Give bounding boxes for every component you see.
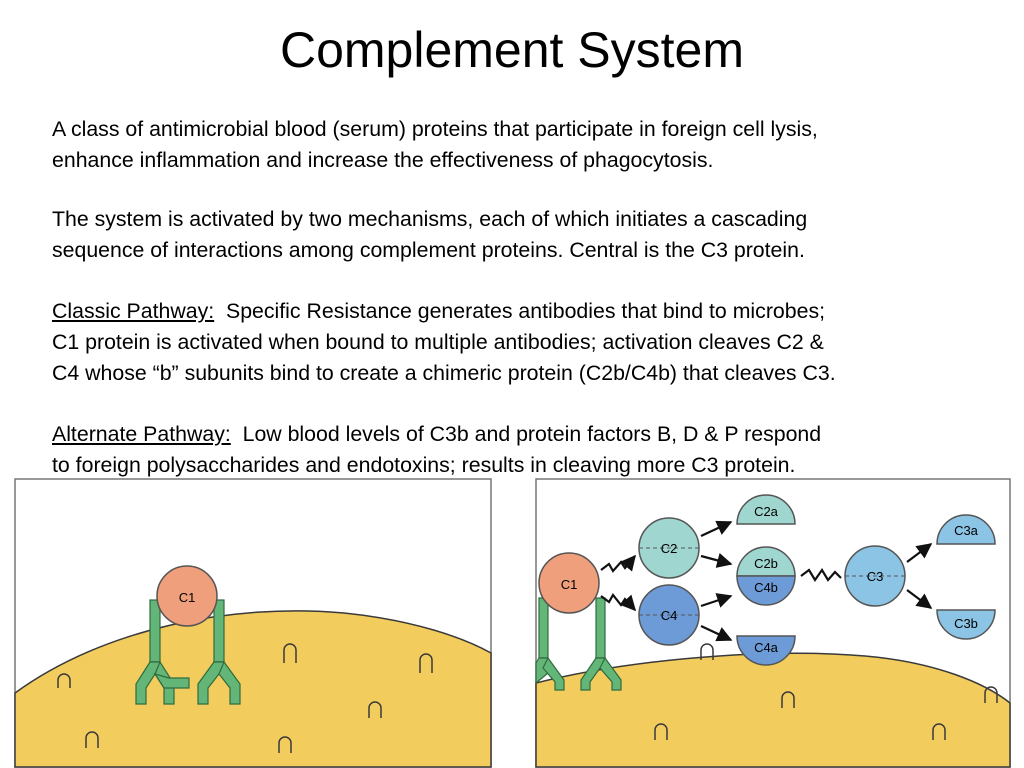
- antibody-right: [197, 599, 241, 705]
- figure-complement-cascade: C1 C2 C4 C2a C2b C4b C4a: [535, 478, 1011, 768]
- zigzag-arrow-c1-c2: [600, 554, 636, 573]
- c4a-label: C4a: [754, 640, 779, 655]
- c3a-fragment: [936, 514, 996, 545]
- c3b-fragment: [936, 609, 996, 640]
- c3b-label: C3b: [954, 616, 978, 631]
- c2a-label: C2a: [754, 504, 779, 519]
- paragraph-definition-line-1: A class of antimicrobial blood (serum) p…: [52, 117, 818, 141]
- paragraph-activation-line-2: sequence of interactions among complemen…: [52, 238, 805, 262]
- c1-label: C1: [561, 577, 578, 592]
- cell-membrane: [14, 610, 492, 768]
- c4b-label: C4b: [754, 580, 778, 595]
- c1-label: C1: [179, 590, 196, 605]
- figure-c1-binding: C1: [14, 478, 492, 768]
- c2-label: C2: [661, 541, 678, 556]
- paragraph-definition: A class of antimicrobial blood (serum) p…: [52, 114, 1012, 176]
- arrow-c2-c2a: [700, 520, 733, 537]
- paragraph-definition-line-2: enhance inflammation and increase the ef…: [52, 148, 714, 172]
- paragraph-activation: The system is activated by two mechanism…: [52, 204, 1012, 266]
- antibody-right-fig: [535, 597, 622, 691]
- alternate-pathway-line-1: Low blood levels of C3b and protein fact…: [230, 422, 822, 446]
- antibody-left: [135, 599, 190, 705]
- c2a-fragment: [736, 494, 796, 525]
- zigzag-arrow-c2bc4b-c3: [800, 567, 842, 583]
- classic-pathway-line-2: C1 protein is activated when bound to mu…: [52, 330, 824, 354]
- arrow-c4-c4b: [700, 593, 733, 608]
- membrane-receptors: [654, 643, 998, 740]
- arrow-c4-c4a: [700, 625, 733, 642]
- c1-protein: [156, 565, 218, 627]
- classic-pathway-line-1: Specific Resistance generates antibodies…: [214, 299, 826, 323]
- c3a-label: C3a: [954, 523, 979, 538]
- c2b-fragment: [736, 546, 796, 577]
- slide-title: Complement System: [279, 22, 745, 78]
- zigzag-arrow-c1-c4: [600, 593, 637, 612]
- alternate-pathway-heading: Alternate Pathway:: [52, 422, 231, 446]
- c2b-label: C2b: [754, 556, 778, 571]
- classic-pathway-heading: Classic Pathway:: [52, 299, 215, 323]
- c4a-fragment: [736, 635, 796, 666]
- c3-label: C3: [867, 569, 884, 584]
- c1-protein: [538, 552, 600, 614]
- paragraph-classic-pathway: Classic Pathway: Specific Resistance gen…: [52, 296, 1012, 389]
- arrow-c3-c3a: [906, 543, 933, 563]
- membrane-receptors: [57, 643, 433, 753]
- arrow-c2-c2b: [700, 552, 733, 568]
- paragraph-activation-line-1: The system is activated by two mechanism…: [52, 207, 808, 231]
- paragraph-alternate-pathway: Alternate Pathway: Low blood levels of C…: [52, 419, 1012, 481]
- classic-pathway-line-3: C4 whose “b” subunits bind to create a c…: [52, 361, 836, 385]
- arrow-c3-c3b: [906, 589, 933, 609]
- c4b-fragment: [736, 575, 796, 606]
- alternate-pathway-line-2: to foreign polysaccharides and endotoxin…: [52, 453, 796, 477]
- c4-label: C4: [661, 608, 678, 623]
